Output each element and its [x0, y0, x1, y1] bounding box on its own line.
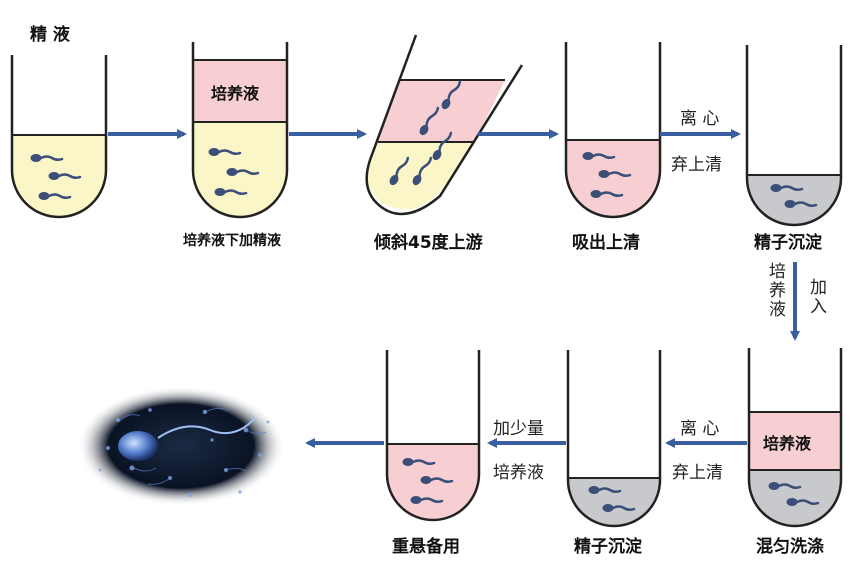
label-under-layer: 培养液下加精液 — [183, 233, 281, 249]
text-medium-bottom: 培养液 — [493, 463, 544, 483]
text-discard-bottom: 弃上清 — [672, 463, 723, 483]
watermark: 星辰大海路上的种花家 — [700, 554, 821, 568]
label-mix-wash: 混匀洗涤 — [756, 537, 824, 557]
label-pellet-2: 精子沉淀 — [574, 537, 642, 557]
tube-tilted — [365, 34, 524, 216]
tube-mix-wash — [747, 348, 843, 528]
tube-resuspend — [385, 350, 481, 522]
text-add-less: 加少量 — [493, 419, 544, 439]
text-centrifuge-top: 离 心 — [680, 109, 720, 129]
flow-arrows — [108, 129, 800, 448]
tube-supernatant — [564, 42, 662, 219]
tube2-medium-label: 培养液 — [211, 84, 260, 103]
label-semen: 精 液 — [30, 25, 70, 45]
text-discard-top: 弃上清 — [671, 155, 722, 175]
label-resuspend: 重悬备用 — [392, 537, 460, 557]
text-v-medium: 培养液 — [765, 262, 785, 319]
text-v-add: 加入 — [806, 278, 826, 316]
text-centrifuge-bottom: 离 心 — [680, 419, 720, 439]
microscopy-image — [77, 386, 285, 506]
tube-pellet-2 — [566, 350, 662, 528]
tube-medium-over-semen — [191, 42, 289, 219]
tube-semen — [10, 55, 108, 219]
label-aspirate: 吸出上清 — [572, 233, 640, 253]
label-pellet-1: 精子沉淀 — [754, 233, 822, 253]
tube7-medium-label: 培养液 — [763, 434, 812, 453]
label-tilt: 倾斜45度上游 — [374, 233, 483, 253]
tube-pellet-1 — [745, 45, 843, 227]
